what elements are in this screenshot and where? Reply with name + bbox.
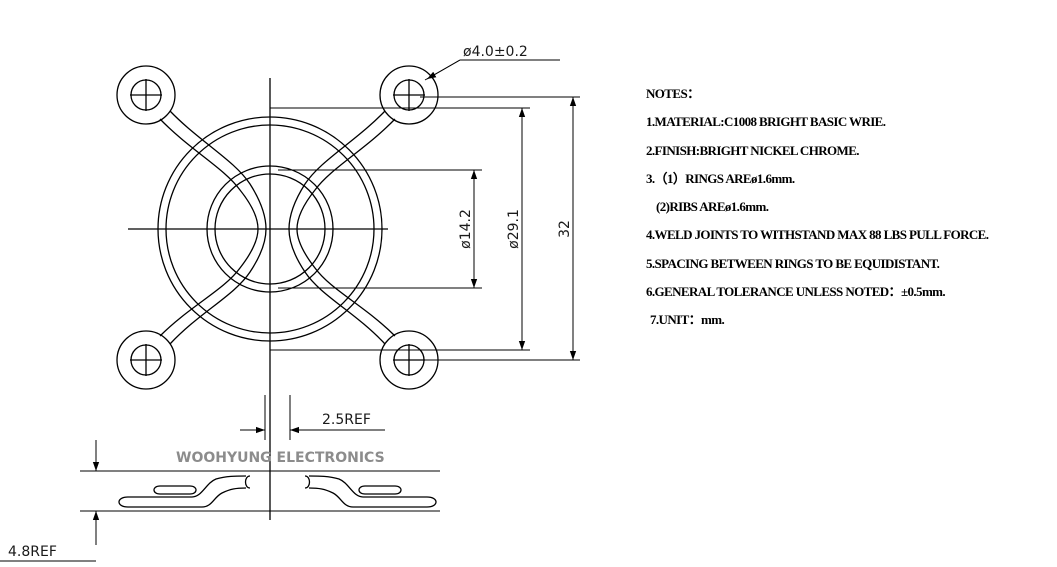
side-view: [118, 475, 437, 508]
middle-ring-inner-edge: [214, 173, 326, 285]
profile-height-label: 4.8REF: [8, 544, 57, 560]
middle-ring: [206, 165, 334, 293]
notes-title: NOTES：: [646, 86, 700, 101]
mounting-eye-top-right: [379, 65, 439, 125]
mounting-eye-top-left: [116, 65, 176, 125]
note-item: (2)RIBS AREø1.6mm.: [656, 199, 769, 215]
notes-block: NOTES： 1.MATERIAL:C1008 BRIGHT BASIC WRI…: [646, 86, 1056, 341]
top-view: [116, 65, 439, 520]
rib-left: [159, 110, 267, 345]
note-item: 4.WELD JOINTS TO WITHSTAND MAX 88 LBS PU…: [646, 227, 989, 243]
hole-diameter-label: ø4.0±0.2: [463, 44, 528, 60]
note-item: 1.MATERIAL:C1008 BRIGHT BASIC WRIE.: [646, 114, 886, 130]
company-watermark: WOOHYUNG ELECTRONICS: [176, 450, 385, 466]
overall-size-label: 32: [557, 220, 573, 238]
rib-right: [288, 110, 396, 345]
outer-ring: [157, 116, 383, 342]
note-item: 6.GENERAL TOLERANCE UNLESS NOTED：±0.5mm.: [646, 284, 946, 300]
dimension-lines: [0, 59, 580, 562]
note-item: 7.UNIT：mm.: [650, 312, 725, 328]
note-item: 5.SPACING BETWEEN RINGS TO BE EQUIDISTAN…: [646, 255, 940, 271]
outer-ring-inner-edge: [165, 124, 375, 334]
rib-spacing-label: 2.5REF: [322, 412, 371, 428]
note-item: 2.FINISH:BRIGHT NICKEL CHROME.: [646, 142, 860, 158]
mounting-eye-bottom-left: [116, 330, 176, 390]
center-ring-diameter-label: ø14.2: [458, 209, 474, 249]
outer-ring-diameter-label: ø29.1: [506, 209, 522, 249]
note-item: 3.（1）RINGS AREø1.6mm.: [646, 170, 795, 186]
